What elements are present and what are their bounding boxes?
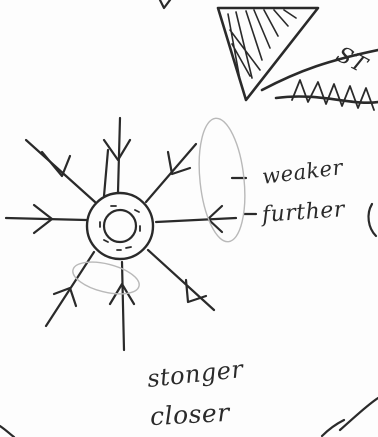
label-closer: closer <box>149 398 230 431</box>
central-charge <box>87 193 153 259</box>
bottom-right-line <box>340 398 378 430</box>
bottom-left-mark <box>0 426 14 437</box>
pencil-loop-far <box>194 116 251 244</box>
field-lines <box>6 118 236 350</box>
right-edge-mark <box>369 204 376 236</box>
pencil-loop-near <box>70 256 143 300</box>
top-mark <box>160 0 170 8</box>
